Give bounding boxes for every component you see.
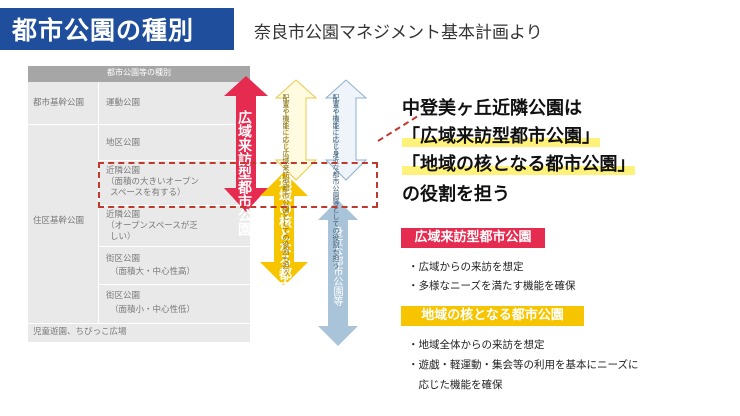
- table-heading: 都市公園等の種別: [107, 68, 171, 77]
- table-cell: 児童遊園、ちびっこ広場: [33, 327, 127, 337]
- regional-core-bullet: ・遊戯・軽運動・集会等の利用を基本にニーズに: [408, 359, 639, 371]
- table-cell: しい）: [110, 232, 136, 242]
- table-cell: （面積大・中心性高）: [110, 267, 196, 277]
- main-statement-line1: 中登美ヶ丘近隣公園は: [402, 98, 582, 119]
- note-right-arrow: [324, 79, 368, 181]
- main-statement-highlight: 「地域の核となる都市公園」: [402, 154, 636, 175]
- table-cell: 近隣公園: [106, 210, 141, 220]
- regional-core-bullet: ・地域全体からの来訪を想定: [408, 339, 545, 351]
- wide-area-bullet: ・広域からの来訪を想定: [408, 261, 524, 273]
- regional-core-arrow-label: 地域の核となる都市公園: [276, 176, 291, 319]
- table-cell: スペースを有する）: [110, 188, 186, 198]
- table-header-bar: [28, 66, 250, 82]
- local-park-arrow: [318, 200, 358, 346]
- wide-area-arrow-label: 広域来訪型都市公園: [236, 110, 252, 236]
- arrows-graphic: [224, 76, 368, 346]
- park-classification-table: [28, 66, 250, 342]
- table-cell: 住区基幹公園: [33, 216, 85, 226]
- table-cell: 都市基幹公園: [33, 98, 85, 108]
- table-cell: 運動公園: [106, 98, 141, 108]
- table-divider: [98, 205, 250, 206]
- table-cell: 地区公園: [106, 138, 141, 148]
- page-subtitle: 奈良市公園マネジメント基本計画より: [254, 23, 543, 43]
- table-cell: （面積の大きいオープン: [106, 177, 199, 187]
- highlight-box: [98, 162, 378, 208]
- table-cell: 近隣公園: [106, 166, 141, 176]
- regional-core-bullet: 応じた機能を確保: [408, 379, 503, 391]
- main-statement-highlight: 「広域来訪型都市公園」: [402, 126, 600, 147]
- wide-area-bullet: ・多様なニーズを満たす機能を確保: [408, 280, 576, 292]
- wide-area-label: 広域来訪型都市公園: [401, 228, 545, 248]
- regional-core-arrow: [260, 172, 308, 286]
- table-cell: 街区公園: [106, 291, 141, 301]
- note-left-arrow: [274, 79, 318, 181]
- table-cell: （オープンスペースが乏: [106, 221, 198, 231]
- table-cell: （面積小・中心性低）: [110, 305, 196, 315]
- main-statement-line2: 「広域来訪型都市公園」: [402, 122, 600, 148]
- wide-area-arrow: [224, 76, 268, 212]
- table-divider: [28, 124, 250, 125]
- table-cell: 街区公園: [106, 254, 141, 264]
- title-banner: [0, 8, 234, 50]
- table-divider: [98, 246, 250, 247]
- table-divider: [98, 160, 250, 161]
- regional-core-label: 地域の核となる都市公園: [401, 306, 584, 326]
- main-statement-line3: 「地域の核となる都市公園」: [402, 150, 636, 176]
- table-divider: [98, 284, 250, 285]
- main-statement-line4: の役割を担う: [402, 184, 510, 205]
- table-divider: [28, 323, 250, 324]
- page-title: 都市公園の種別: [12, 16, 195, 45]
- local-park-arrow-label: 身近な都市公園等: [331, 226, 342, 306]
